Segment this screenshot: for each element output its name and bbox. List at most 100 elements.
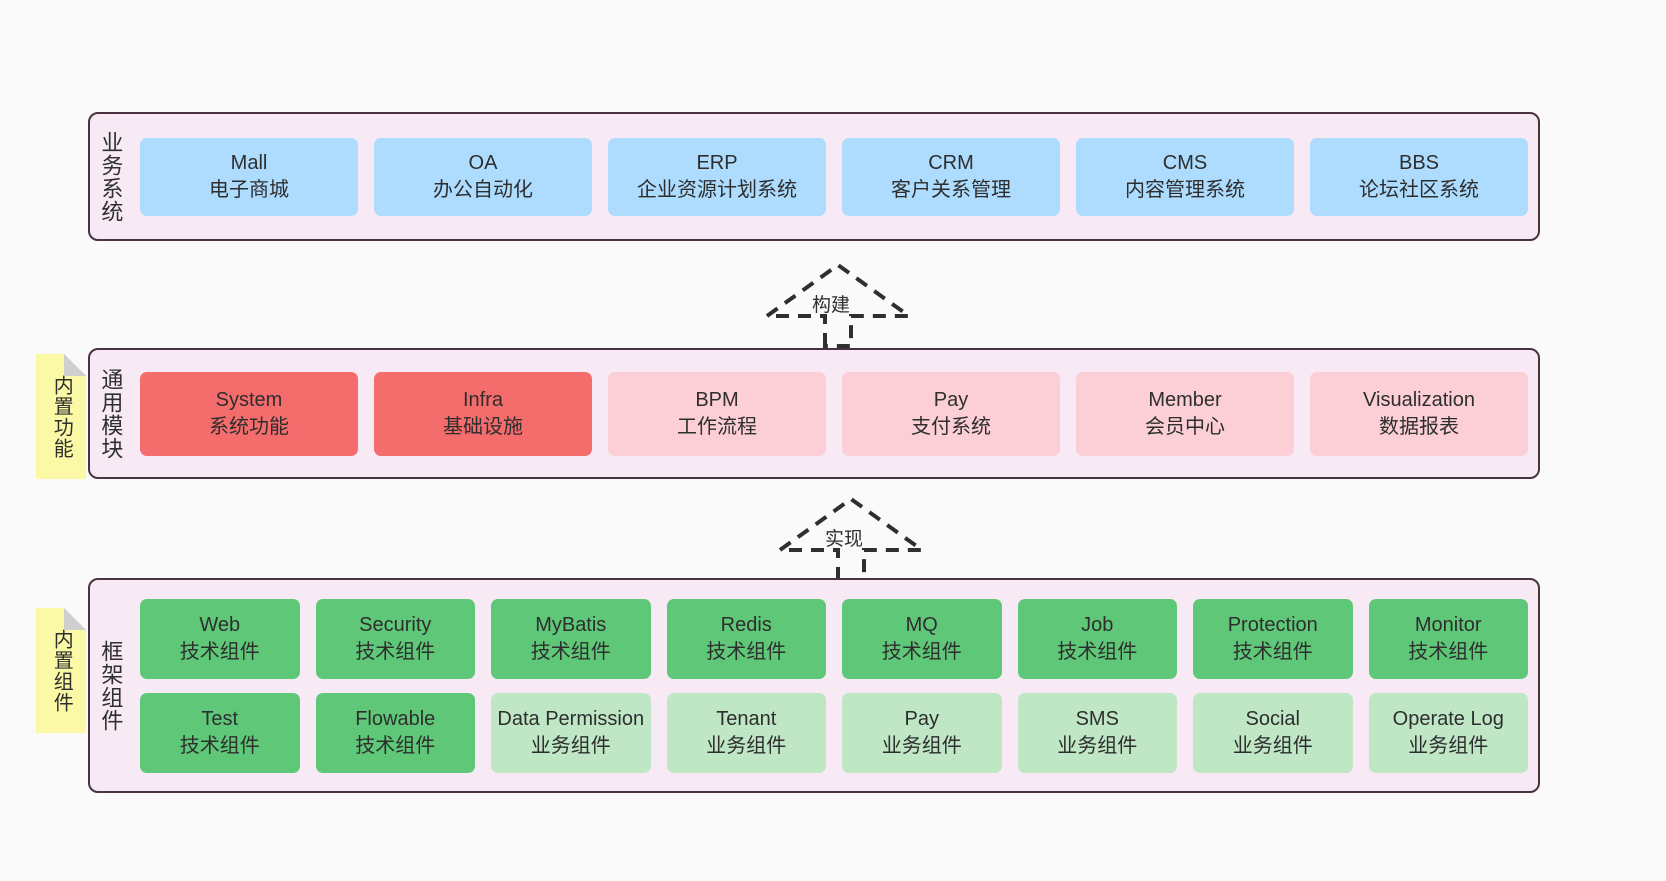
card-title-cn: 技术组件: [1057, 640, 1138, 663]
card-operate-log[interactable]: Operate Log 业务组件: [1368, 692, 1528, 773]
card-title-cn: 工作流程: [677, 415, 757, 438]
card-title-en: Visualization: [1363, 389, 1475, 412]
card-title-en: OA: [468, 152, 498, 175]
card-title-en: SMS: [1075, 708, 1119, 731]
card-title-cn: 电子商城: [209, 178, 289, 201]
card-title-en: Pay: [904, 708, 939, 731]
card-system[interactable]: System 系统功能: [140, 371, 358, 456]
card-title-cn: 业务组件: [1057, 734, 1138, 757]
card-flowable[interactable]: Flowable 技术组件: [315, 692, 475, 773]
card-title-en: CRM: [928, 152, 974, 175]
card-oa[interactable]: OA 办公自动化: [374, 137, 592, 216]
card-title-en: Monitor: [1414, 614, 1482, 637]
card-title-cn: 技术组件: [355, 640, 436, 663]
card-title-cn: 会员中心: [1145, 415, 1225, 438]
card-title-en: ERP: [696, 152, 738, 175]
card-title-en: Social: [1245, 708, 1300, 731]
card-row: Test 技术组件 Flowable 技术组件 Data Permission …: [140, 692, 1528, 773]
card-mq[interactable]: MQ 技术组件: [842, 598, 1002, 679]
sticky-note-label: 内置功能: [50, 374, 73, 459]
card-title-cn: 业务组件: [530, 734, 611, 757]
card-pay-component[interactable]: Pay 业务组件: [842, 692, 1002, 773]
card-title-cn: 技术组件: [881, 640, 962, 663]
card-visualization[interactable]: Visualization 数据报表: [1310, 371, 1528, 456]
card-title-en: MQ: [905, 614, 938, 637]
card-security[interactable]: Security 技术组件: [315, 598, 475, 679]
card-infra[interactable]: Infra 基础设施: [374, 371, 592, 456]
card-cms[interactable]: CMS 内容管理系统: [1076, 137, 1294, 216]
card-title-en: Test: [201, 708, 239, 731]
card-title-cn: 业务组件: [1232, 734, 1313, 757]
card-tenant[interactable]: Tenant 业务组件: [666, 692, 826, 773]
card-title-cn: 内容管理系统: [1125, 178, 1245, 201]
card-title-en: Operate Log: [1392, 708, 1504, 731]
card-title-en: CMS: [1162, 152, 1208, 175]
connector-implement-label: 实现: [825, 529, 864, 550]
sticky-note-label: 内置组件: [50, 628, 73, 713]
layer-body-common-modules: System 系统功能 Infra 基础设施 BPM 工作流程 Pay 支付系统…: [130, 350, 1538, 477]
card-bpm[interactable]: BPM 工作流程: [608, 371, 826, 456]
sticky-note-builtin-feature: 内置功能: [36, 354, 86, 479]
card-title-cn: 技术组件: [530, 640, 611, 663]
card-monitor[interactable]: Monitor 技术组件: [1368, 598, 1528, 679]
card-data-permission[interactable]: Data Permission 业务组件: [491, 692, 651, 773]
card-web[interactable]: Web 技术组件: [140, 598, 300, 679]
card-title-en: System: [215, 389, 283, 412]
card-title-en: Security: [359, 614, 432, 637]
card-title-en: Infra: [462, 389, 504, 412]
card-title-cn: 业务组件: [881, 734, 962, 757]
card-pay[interactable]: Pay 支付系统: [842, 371, 1060, 456]
card-title-cn: 基础设施: [443, 415, 523, 438]
card-social[interactable]: Social 业务组件: [1193, 692, 1353, 773]
card-title-en: Data Permission: [497, 708, 645, 731]
card-title-cn: 系统功能: [209, 415, 289, 438]
layer-title-business-system: 业务系统: [98, 130, 124, 223]
card-title-cn: 技术组件: [355, 734, 436, 757]
sticky-note-builtin-component: 内置组件: [36, 608, 86, 733]
layer-body-business-system: Mall 电子商城 OA 办公自动化 ERP 企业资源计划系统 CRM 客户关系…: [130, 114, 1538, 239]
card-title-cn: 技术组件: [179, 734, 260, 757]
card-member[interactable]: Member 会员中心: [1076, 371, 1294, 456]
card-title-en: Mall: [230, 152, 268, 175]
card-erp[interactable]: ERP 企业资源计划系统: [608, 137, 826, 216]
card-title-cn: 办公自动化: [433, 178, 533, 201]
card-title-en: Job: [1081, 614, 1114, 637]
card-mall[interactable]: Mall 电子商城: [140, 137, 358, 216]
card-title-en: Protection: [1227, 614, 1318, 637]
card-crm[interactable]: CRM 客户关系管理: [842, 137, 1060, 216]
connector-build-label: 构建: [812, 295, 851, 316]
card-sms[interactable]: SMS 业务组件: [1017, 692, 1177, 773]
card-title-en: Pay: [933, 389, 969, 412]
card-title-en: MyBatis: [535, 614, 607, 637]
card-title-cn: 技术组件: [1232, 640, 1313, 663]
layer-body-framework-components: Web 技术组件 Security 技术组件 MyBatis 技术组件 Redi…: [130, 580, 1538, 791]
card-title-en: Redis: [720, 614, 772, 637]
card-title-cn: 业务组件: [706, 734, 787, 757]
card-title-cn: 业务组件: [1408, 734, 1489, 757]
card-title-en: BPM: [695, 389, 739, 412]
card-bbs[interactable]: BBS 论坛社区系统: [1310, 137, 1528, 216]
card-title-en: Web: [199, 614, 241, 637]
card-title-cn: 技术组件: [1408, 640, 1489, 663]
layer-title-common-modules: 通用模块: [98, 367, 124, 460]
card-row: Web 技术组件 Security 技术组件 MyBatis 技术组件 Redi…: [140, 598, 1528, 679]
card-job[interactable]: Job 技术组件: [1017, 598, 1177, 679]
layer-panel-business-system: 业务系统 Mall 电子商城 OA 办公自动化 ERP 企业资源计划系统 CRM…: [88, 112, 1540, 241]
layer-panel-framework-components: 框架组件 Web 技术组件 Security 技术组件 MyBatis 技术组件: [88, 578, 1540, 793]
card-row: System 系统功能 Infra 基础设施 BPM 工作流程 Pay 支付系统…: [140, 371, 1528, 456]
card-title-cn: 客户关系管理: [891, 178, 1011, 201]
card-title-en: Flowable: [355, 708, 436, 731]
layer-panel-common-modules: 通用模块 System 系统功能 Infra 基础设施 BPM 工作流程 Pay…: [88, 348, 1540, 479]
card-mybatis[interactable]: MyBatis 技术组件: [491, 598, 651, 679]
card-title-cn: 企业资源计划系统: [637, 178, 797, 201]
card-protection[interactable]: Protection 技术组件: [1193, 598, 1353, 679]
card-redis[interactable]: Redis 技术组件: [666, 598, 826, 679]
card-title-cn: 论坛社区系统: [1359, 178, 1479, 201]
card-title-cn: 支付系统: [911, 415, 991, 438]
layer-title-framework-components: 框架组件: [98, 639, 124, 732]
card-title-cn: 技术组件: [179, 640, 260, 663]
card-test[interactable]: Test 技术组件: [140, 692, 300, 773]
card-row: Mall 电子商城 OA 办公自动化 ERP 企业资源计划系统 CRM 客户关系…: [140, 137, 1528, 216]
card-title-en: Tenant: [716, 708, 777, 731]
